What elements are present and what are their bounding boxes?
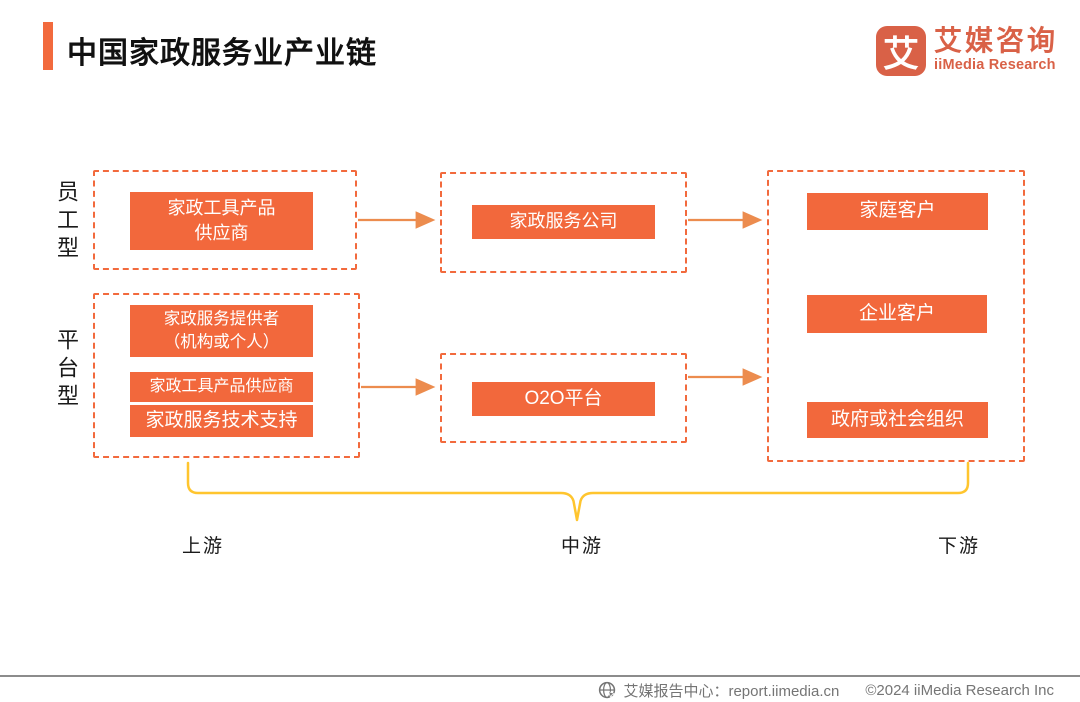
footer-copyright: ©2024 iiMedia Research Inc [865,682,1054,699]
globe-cursor-icon [598,681,617,700]
stage-label-upstream: 上游 [182,536,225,557]
logo-name-cn: 艾媒咨询 [933,25,1058,56]
node-platform-tool-supplier: 家政工具产品供应商 [130,372,313,402]
logo-name-en: iiMedia Research [933,57,1056,73]
footer-divider [0,675,1080,677]
stage-label-downstream: 下游 [938,536,981,557]
logo-text: 艾媒咨询 iiMedia Research [934,26,1058,74]
iimedia-logo-icon: 艾 [875,26,926,76]
node-platform-tech-support: 家政服务技术支持 [130,405,313,437]
node-family-customer: 家庭客户 [807,193,988,230]
page-title: 中国家政服务业产业链 [67,37,377,70]
node-service-company: 家政服务公司 [472,205,655,239]
node-line: 供应商 [194,223,249,243]
stage-label-midstream: 中游 [561,536,604,557]
node-line: 家政工具产品 [167,197,276,218]
row-label-employee: 员工型 [54,180,79,264]
node-line: （机构或个人） [163,333,280,351]
title-accent-bar [43,22,53,70]
node-government-org: 政府或社会组织 [807,402,988,438]
node-line: 家政服务提供者 [163,309,280,328]
stage-bracket [186,461,970,522]
iimedia-logo: 艾 艾媒咨询 iiMedia Research [875,26,1058,76]
footer-report-center: 艾媒报告中心：report.iimedia.cn [623,683,840,700]
node-tool-product-supplier: 家政工具产品 供应商 [130,192,313,250]
node-service-provider: 家政服务提供者 （机构或个人） [130,305,313,357]
node-enterprise-customer: 企业客户 [807,295,987,333]
node-o2o-platform: O2O平台 [472,382,655,416]
row-label-platform: 平台型 [54,328,79,412]
footer: 艾媒报告中心：report.iimedia.cn ©2024 iiMedia R… [598,680,1054,701]
